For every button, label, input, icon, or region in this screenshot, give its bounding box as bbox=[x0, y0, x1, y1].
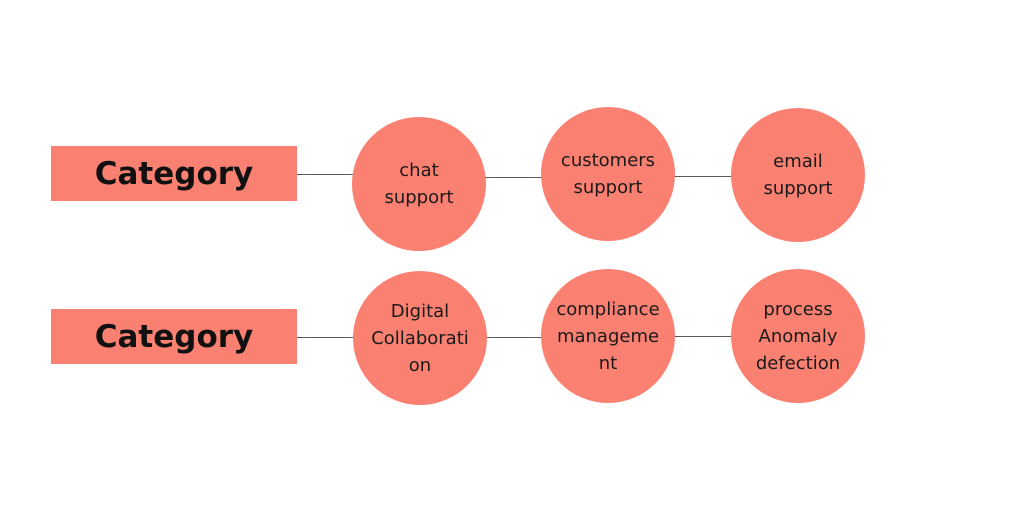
node-row1-customers-support: customers support bbox=[541, 107, 675, 241]
node-label: email support bbox=[763, 151, 833, 199]
node-label: Digital Collaborati on bbox=[371, 300, 469, 376]
node-row2-process-anomaly-defection: process Anomaly defection bbox=[731, 269, 865, 403]
connector-row2-node2-to-node3 bbox=[674, 336, 734, 337]
node-label: customers support bbox=[560, 150, 656, 198]
connector-row1-category-to-node1 bbox=[296, 174, 354, 175]
category-box-row1: Category bbox=[51, 146, 297, 201]
connector-row1-node1-to-node2 bbox=[484, 177, 544, 178]
connector-row2-category-to-node1 bbox=[296, 337, 354, 338]
category-box-row2: Category bbox=[51, 309, 297, 364]
node-row1-chat-support: chat support bbox=[352, 117, 486, 251]
node-label: compliance manageme nt bbox=[556, 298, 660, 374]
node-label: process Anomaly defection bbox=[755, 298, 841, 374]
node-row2-digital-collaboration: Digital Collaborati on bbox=[353, 271, 487, 405]
node-row1-email-support: email support bbox=[731, 108, 865, 242]
node-row2-compliance-management: compliance manageme nt bbox=[541, 269, 675, 403]
connector-row2-node1-to-node2 bbox=[486, 337, 544, 338]
connector-row1-node2-to-node3 bbox=[672, 176, 734, 177]
node-label: chat support bbox=[384, 160, 454, 208]
